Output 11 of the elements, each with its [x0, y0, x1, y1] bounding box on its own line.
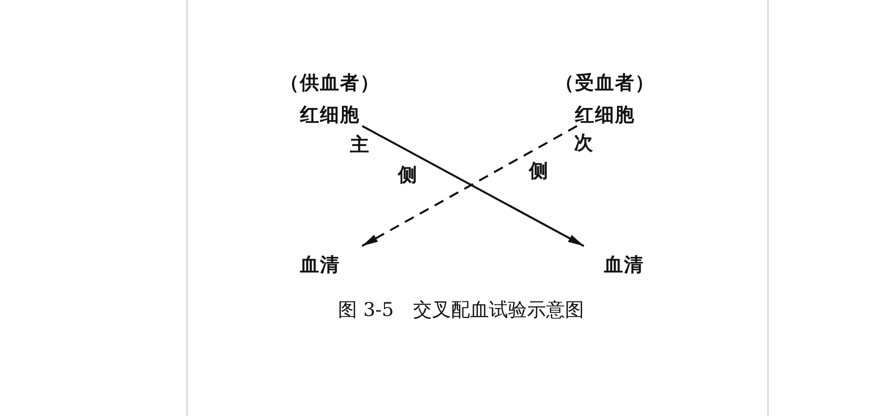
side-label: 侧 — [529, 160, 549, 182]
cell-label: 血清 — [604, 254, 644, 276]
side-label: 侧 — [398, 164, 418, 186]
role-heading: （供血者） — [280, 72, 380, 94]
cell-label: 红细胞 — [300, 104, 360, 126]
side-label: 次 — [574, 132, 594, 154]
side-label: 主 — [350, 134, 370, 156]
figure-caption: 图 3-5 交叉配血试验示意图 — [337, 298, 585, 322]
cell-label: 血清 — [300, 254, 340, 276]
cell-label: 红细胞 — [575, 104, 635, 126]
role-heading: （受血者） — [555, 72, 655, 94]
